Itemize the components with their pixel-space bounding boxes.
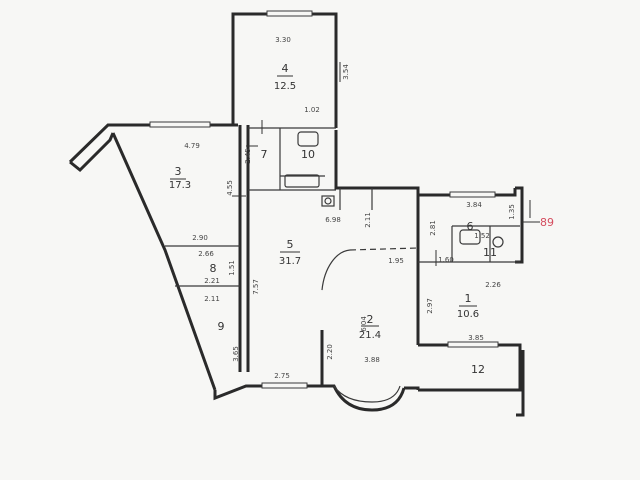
dim-label: 2.11 bbox=[204, 295, 220, 303]
dim-label: 2.90 bbox=[192, 234, 208, 242]
room-3-area: 17.3 bbox=[169, 180, 191, 191]
dim-label: 1.60 bbox=[438, 256, 454, 264]
room-1-number: 1 bbox=[465, 292, 472, 305]
dim-label: 3.54 bbox=[342, 64, 350, 80]
fixtures bbox=[284, 131, 504, 248]
room-9-number: 9 bbox=[218, 320, 225, 333]
bay-window bbox=[322, 384, 406, 412]
dim-label: 2.20 bbox=[326, 344, 334, 360]
dashed-boundary bbox=[349, 247, 419, 251]
dimension-labels: 3.30 3.54 1.02 4.79 2.45 4.55 6.98 2.11 … bbox=[184, 36, 516, 380]
dim-label: 2.21 bbox=[204, 277, 220, 285]
room-3-number: 3 bbox=[175, 165, 182, 178]
room-5-number: 5 bbox=[287, 238, 294, 251]
dim-label: 2.26 bbox=[485, 281, 501, 289]
wall-top-right bbox=[334, 130, 517, 197]
dim-label: 3.84 bbox=[466, 201, 482, 209]
dim-label: 3.65 bbox=[232, 346, 240, 362]
wall-bottom-right bbox=[404, 386, 420, 390]
dim-label: 2.81 bbox=[429, 220, 437, 236]
dimension-ticks bbox=[232, 62, 540, 266]
stove-icon bbox=[321, 195, 335, 207]
window-room-4 bbox=[266, 10, 313, 17]
dim-label: 4.79 bbox=[184, 142, 200, 150]
room-11-number: 11 bbox=[483, 246, 497, 259]
dim-label: 2.97 bbox=[426, 298, 434, 314]
dim-label: 3.85 bbox=[468, 334, 484, 342]
dim-label: 2.66 bbox=[198, 250, 214, 258]
inner-walls bbox=[165, 125, 520, 412]
window-room-6 bbox=[449, 191, 496, 198]
room-6-number: 6 bbox=[467, 220, 474, 233]
dim-label: 3.88 bbox=[364, 356, 380, 364]
room-4-area: 12.5 bbox=[274, 81, 296, 92]
toilet-icon bbox=[492, 236, 504, 248]
window-room-12 bbox=[447, 341, 499, 348]
dim-label: 4.55 bbox=[226, 180, 234, 196]
wall-balcony-edge bbox=[69, 132, 115, 173]
room-7-number: 7 bbox=[261, 148, 268, 161]
room-1-area: 10.6 bbox=[457, 309, 479, 320]
dim-label: 1.51 bbox=[228, 260, 236, 276]
wall-left-diagonal bbox=[111, 132, 217, 391]
window-room-3 bbox=[149, 121, 211, 128]
dim-label: 6.98 bbox=[325, 216, 341, 224]
room-2-area: 21.4 bbox=[359, 330, 381, 341]
dim-label: 3.30 bbox=[275, 36, 291, 44]
room-10-number: 10 bbox=[301, 148, 315, 161]
bathtub-icon bbox=[284, 174, 320, 188]
dim-label: 2.11 bbox=[364, 212, 372, 228]
room-12-number: 12 bbox=[471, 363, 485, 376]
dim-label: 7.57 bbox=[252, 279, 260, 295]
bay-window-inner bbox=[333, 385, 401, 403]
dim-label: 2.75 bbox=[274, 372, 290, 380]
window-room-5 bbox=[261, 382, 308, 389]
dim-label: 1.02 bbox=[304, 106, 320, 114]
washbasin-icon bbox=[459, 229, 481, 245]
dim-label: 1.35 bbox=[508, 204, 516, 220]
room-8-number: 8 bbox=[210, 262, 217, 275]
windows bbox=[149, 10, 499, 389]
room-2-number: 2 bbox=[367, 313, 374, 326]
handwritten-annotation: 89 bbox=[540, 216, 554, 229]
dim-label: 6.04 bbox=[360, 316, 368, 332]
stove-burner-icon bbox=[324, 197, 332, 205]
dim-label: 2.45 bbox=[244, 148, 252, 164]
wall-room-12-right bbox=[516, 350, 525, 417]
room-labels: 4 12.5 3 17.3 7 10 5 31.7 2 21.4 6 11 1 … bbox=[169, 62, 497, 376]
arc-partition bbox=[321, 249, 351, 291]
outer-walls bbox=[68, 12, 525, 417]
room-4-number: 4 bbox=[282, 62, 289, 75]
dim-label: 1.95 bbox=[388, 257, 404, 265]
sink-icon bbox=[297, 131, 319, 147]
dim-label: 1.52 bbox=[474, 232, 490, 240]
wall-room-12 bbox=[418, 343, 522, 392]
room-5-area: 31.7 bbox=[279, 256, 301, 267]
wall-right bbox=[515, 186, 524, 264]
